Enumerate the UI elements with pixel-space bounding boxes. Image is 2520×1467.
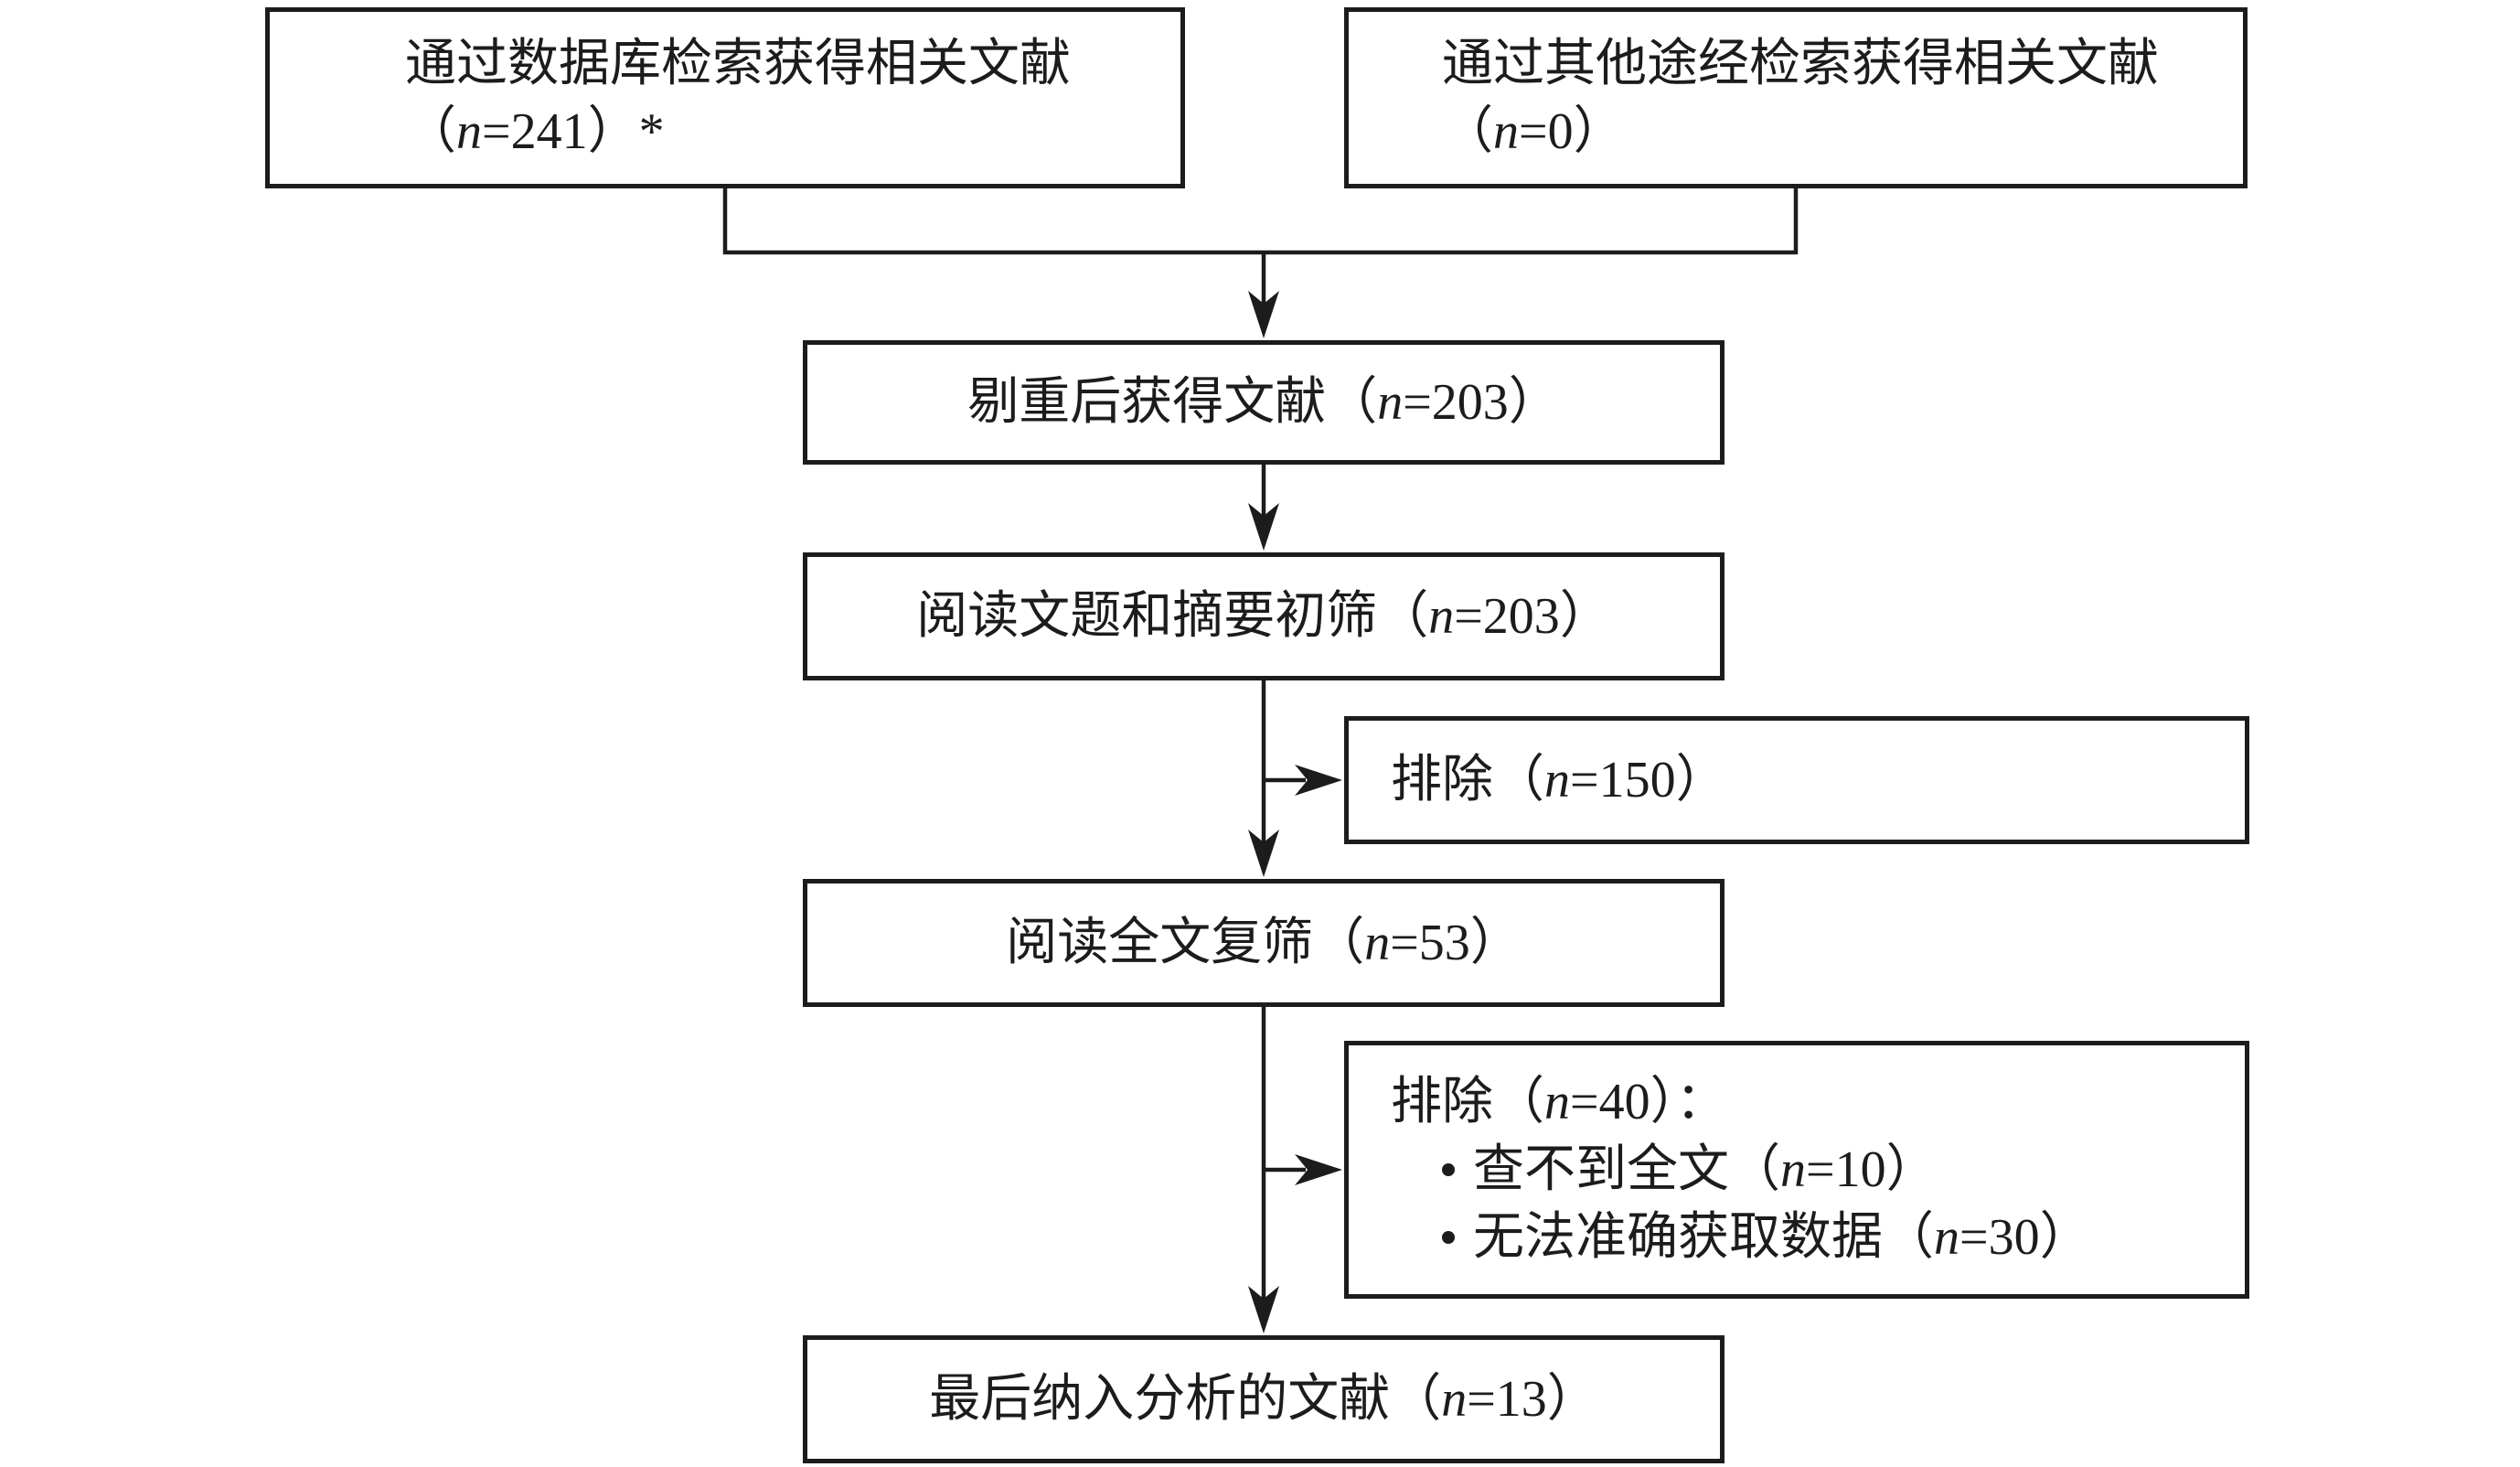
box-other-sources-text: 通过其他途经检索获得相关文献 xyxy=(1442,36,2159,92)
box-other-sources-count: （n=0） xyxy=(1442,103,1625,160)
excluded-fulltext-bullet-1: 查不到全文（n=10） xyxy=(1442,1136,1938,1204)
arrowhead-into-exclude2 xyxy=(1295,1154,1342,1185)
box-title-abstract-screening-text: 阅读文题和摘要初筛（n=203） xyxy=(916,588,1611,645)
box-title-abstract-screening: 阅读文题和摘要初筛（n=203） xyxy=(803,552,1724,680)
box-excluded-initial-text: 排除（n=150） xyxy=(1391,752,1727,808)
excluded-fulltext-bullet-1-text: 查不到全文（n=10） xyxy=(1473,1141,1938,1198)
bullet-icon xyxy=(1442,1231,1455,1244)
arrowhead-into-dedup xyxy=(1248,291,1279,338)
arrowhead-into-final xyxy=(1248,1286,1279,1333)
box-after-dedup-text: 剔重后获得文献（n=203） xyxy=(967,374,1560,431)
box-excluded-fulltext-heading: 排除（n=40）： xyxy=(1391,1074,1727,1130)
arrowhead-into-exclude1 xyxy=(1295,765,1342,796)
box-after-dedup: 剔重后获得文献（n=203） xyxy=(803,340,1724,465)
box-database-search-text: 通过数据库检索获得相关文献 xyxy=(405,36,1071,92)
excluded-fulltext-bullet-2-text: 无法准确获取数据（n=30） xyxy=(1473,1209,2091,1266)
arrowhead-into-screen1 xyxy=(1248,503,1279,551)
box-database-search: 通过数据库检索获得相关文献 （n=241）* xyxy=(265,7,1185,188)
merge-connector-line xyxy=(722,188,1799,255)
box-fulltext-screening: 阅读全文复筛（n=53） xyxy=(803,879,1724,1007)
box-fulltext-screening-text: 阅读全文复筛（n=53） xyxy=(1006,915,1522,971)
excluded-fulltext-bullet-2: 无法准确获取数据（n=30） xyxy=(1442,1204,2091,1271)
box-other-sources: 通过其他途经检索获得相关文献 （n=0） xyxy=(1344,7,2248,188)
box-final-included: 最后纳入分析的文献（n=13） xyxy=(803,1335,1724,1463)
box-final-included-text: 最后纳入分析的文献（n=13） xyxy=(929,1371,1598,1428)
box-excluded-fulltext: 排除（n=40）： 查不到全文（n=10） 无法准确获取数据（n=30） xyxy=(1344,1041,2249,1299)
bullet-icon xyxy=(1442,1163,1455,1176)
box-excluded-initial: 排除（n=150） xyxy=(1344,716,2249,844)
box-database-search-count: （n=241）* xyxy=(405,103,665,160)
arrowhead-into-screen2 xyxy=(1248,830,1279,877)
